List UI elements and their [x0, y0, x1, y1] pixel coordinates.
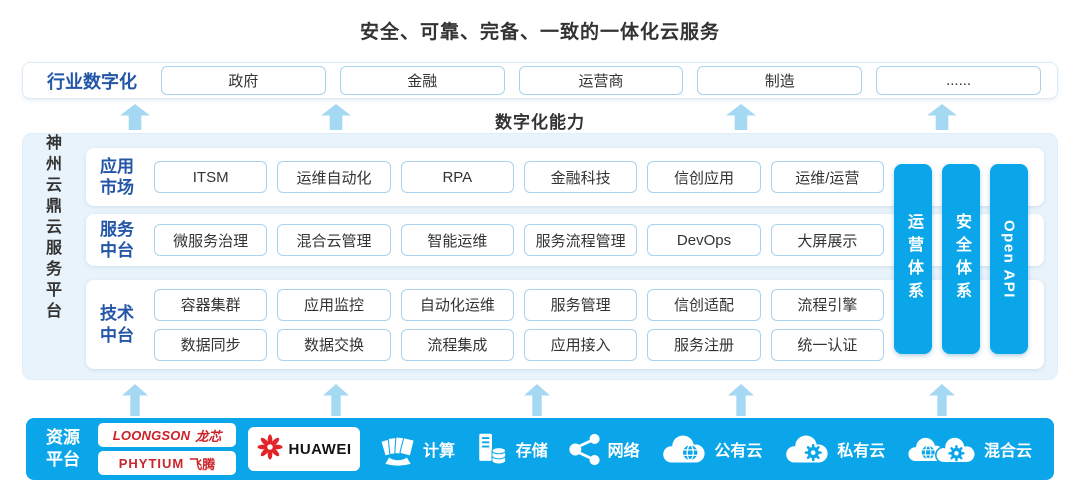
industry-item-more: ...... — [876, 66, 1041, 95]
resource-items: 计算 — [380, 431, 1032, 467]
hybrid-cloud-icon — [905, 431, 977, 467]
chip-ops-operation: 运维/运营 — [770, 161, 884, 193]
chip-container-cluster: 容器集群 — [154, 288, 268, 321]
chip-process-integration: 流程集成 — [400, 328, 514, 361]
up-arrow-icon — [728, 384, 754, 416]
tech-middle-platform-chips: 容器集群 应用监控 自动化运维 服务管理 信创适配 流程引擎 数据同步 数据交换… — [154, 288, 884, 361]
resource-item-label: 公有云 — [714, 443, 763, 460]
resource-item-storage: 存储 — [475, 432, 548, 466]
loongson-logo-cn: 龙芯 — [195, 428, 222, 444]
app-market-label: 应用 市场 — [100, 156, 134, 197]
chip-itsm: ITSM — [154, 161, 268, 193]
industry-item-government: 政府 — [161, 66, 326, 95]
compute-icon — [380, 433, 416, 466]
chip-fintech: 金融科技 — [524, 161, 638, 193]
chip-automated-ops: 自动化运维 — [400, 288, 514, 321]
chip-xinchuang-adaptation: 信创适配 — [647, 288, 761, 321]
security-system-bar: 安全体系 — [942, 164, 980, 354]
storage-icon — [475, 432, 509, 466]
chip-hybrid-cloud-mgmt: 混合云管理 — [277, 224, 391, 256]
digital-capability-label: 数字化能力 — [495, 113, 585, 132]
loongson-logo: LOONGSON 龙芯 — [98, 423, 236, 447]
up-arrow-icon — [323, 384, 349, 416]
network-icon — [568, 433, 601, 466]
resource-platform-label: 资源 平台 — [46, 427, 80, 469]
loongson-logo-text: LOONGSON — [112, 427, 191, 443]
resource-item-network: 网络 — [568, 433, 640, 466]
tech-chips-line2: 数据同步 数据交换 流程集成 应用接入 服务注册 统一认证 — [154, 328, 884, 361]
chip-unified-auth: 统一认证 — [770, 328, 884, 361]
chip-rpa: RPA — [400, 161, 514, 193]
chip-data-sync: 数据同步 — [154, 328, 268, 361]
industry-row-label: 行业数字化 — [47, 71, 137, 92]
up-arrow-icon — [524, 384, 550, 416]
tech-middle-platform-row: 技术 中台 容器集群 应用监控 自动化运维 服务管理 信创适配 流程引擎 数据同… — [86, 280, 1044, 369]
app-market-chips: ITSM 运维自动化 RPA 金融科技 信创应用 运维/运营 — [154, 161, 884, 193]
service-middle-platform-row: 服务 中台 微服务治理 混合云管理 智能运维 服务流程管理 DevOps 大屏展… — [86, 214, 1044, 266]
industry-item-manufacturing: 制造 — [697, 66, 863, 95]
chip-big-screen-display: 大屏展示 — [770, 224, 884, 256]
chip-app-access: 应用接入 — [524, 328, 638, 361]
industry-item-finance: 金融 — [339, 66, 505, 95]
private-cloud-icon — [782, 431, 830, 467]
chip-intelligent-ops: 智能运维 — [400, 224, 514, 256]
industry-digitalization-row: 行业数字化 政府 金融 运营商 制造 ...... — [22, 62, 1058, 99]
cloud-platform-panel: 神州云鼎云服务平台 应用 市场 ITSM 运维自动化 RPA 金融科技 信创应用… — [22, 133, 1058, 380]
huawei-logo: HUAWEI — [248, 427, 360, 471]
resource-item-label: 混合云 — [983, 443, 1032, 460]
phytium-logo-cn: 飞腾 — [189, 456, 216, 472]
huawei-flower-icon — [256, 433, 283, 465]
tech-chips-line1: 容器集群 应用监控 自动化运维 服务管理 信创适配 流程引擎 — [154, 288, 884, 321]
resource-item-compute: 计算 — [380, 433, 455, 466]
up-arrow-icon — [122, 384, 148, 416]
chip-service-process-mgmt: 服务流程管理 — [524, 224, 638, 256]
resource-item-private-cloud: 私有云 — [782, 431, 885, 467]
page-title: 安全、可靠、完备、一致的一体化云服务 — [359, 22, 720, 43]
resource-item-hybrid-cloud: 混合云 — [905, 431, 1032, 467]
chip-data-exchange: 数据交换 — [277, 328, 391, 361]
resource-item-label: 计算 — [423, 443, 456, 460]
open-api-bar: Open API — [990, 164, 1028, 354]
public-cloud-icon — [659, 431, 707, 467]
app-market-row: 应用 市场 ITSM 运维自动化 RPA 金融科技 信创应用 运维/运营 — [86, 148, 1044, 206]
phytium-logo: PHYTIUM 飞腾 — [98, 451, 236, 475]
chip-ops-automation: 运维自动化 — [277, 161, 391, 193]
operation-system-bar: 运营体系 — [894, 164, 932, 354]
resource-item-label: 网络 — [607, 443, 640, 460]
chip-vendor-logos: LOONGSON 龙芯 PHYTIUM 飞腾 — [98, 423, 236, 475]
chip-microservice-governance: 微服务治理 — [154, 224, 268, 256]
resource-item-label: 私有云 — [837, 443, 886, 460]
chip-devops: DevOps — [647, 224, 761, 256]
industry-item-operator: 运营商 — [518, 66, 684, 95]
chip-service-mgmt: 服务管理 — [524, 288, 638, 321]
up-arrow-icon — [929, 384, 955, 416]
chip-service-registry: 服务注册 — [647, 328, 761, 361]
chip-xinchuang-app: 信创应用 — [647, 161, 761, 193]
resource-item-public-cloud: 公有云 — [659, 431, 762, 467]
chip-process-engine: 流程引擎 — [770, 288, 884, 321]
service-middle-platform-label: 服务 中台 — [100, 219, 134, 260]
service-middle-platform-chips: 微服务治理 混合云管理 智能运维 服务流程管理 DevOps 大屏展示 — [154, 224, 884, 256]
phytium-logo-text: PHYTIUM — [118, 455, 185, 471]
platform-side-label: 神州云鼎云服务平台 — [43, 134, 60, 323]
chip-app-monitoring: 应用监控 — [277, 288, 391, 321]
tech-middle-platform-label: 技术 中台 — [100, 304, 134, 345]
resource-platform-bar: 资源 平台 LOONGSON 龙芯 PHYTIUM 飞腾 — [26, 418, 1054, 480]
resource-item-label: 存储 — [515, 443, 548, 460]
huawei-logo-text: HUAWEI — [288, 440, 352, 458]
